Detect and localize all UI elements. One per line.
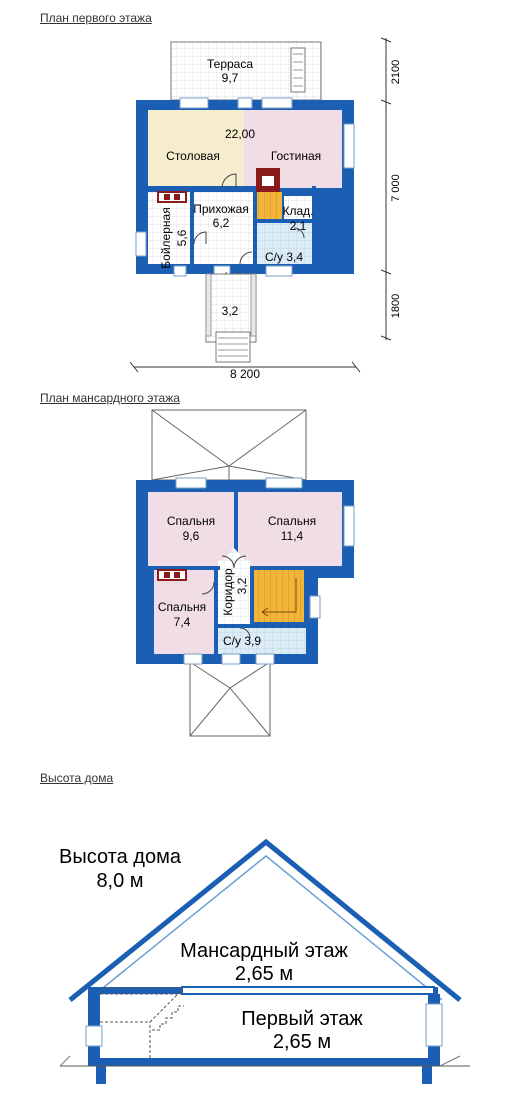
first-floor-height: 2,65 м (273, 1031, 331, 1053)
porch-dimension: 1800 (390, 294, 402, 318)
porch-floor (205, 273, 257, 343)
section-stairs (100, 987, 184, 1058)
attic-chimney-icon (157, 569, 187, 581)
bedroom-3-floor (154, 570, 214, 654)
house-depth-dimension: 7 000 (390, 174, 402, 202)
width-dimension: 8 200 (230, 367, 260, 381)
terrace-dimension: 2100 (390, 60, 402, 84)
first-floor-plan-link[interactable]: План первого этажа (40, 11, 152, 25)
corridor-label: Коридор (221, 568, 235, 616)
corridor-area: 3,2 (235, 577, 249, 594)
bedroom-3-area: 7,4 (174, 615, 191, 629)
boiler-room-floor (148, 192, 190, 264)
boiler-room-area: 5,6 (175, 229, 189, 246)
bedroom-1-floor (148, 492, 234, 566)
corridor-floor (218, 560, 250, 626)
house-height-title: Высота дома (59, 846, 182, 868)
bedroom-2-floor (238, 492, 342, 566)
terrace-label: Терраса (207, 57, 253, 71)
attic-floor-height: 2,65 м (235, 963, 293, 985)
attic-bathroom-floor (218, 628, 306, 654)
hall-area: 6,2 (213, 216, 230, 230)
roof-outline (68, 838, 462, 1002)
dining-room-label: Столовая (166, 149, 220, 163)
first-floor-stairs (256, 192, 282, 220)
terrace-area: 9,7 (222, 71, 239, 85)
storage-label: Клад. (282, 204, 313, 218)
attic-floor-name: Мансардный этаж (180, 940, 348, 962)
chimney-icon (157, 191, 187, 203)
attic-doors (201, 555, 251, 639)
house-section-view: Высота дома 8,0 м Мансардный этаж 2,65 м… (59, 838, 470, 1084)
porch-steps (215, 331, 251, 363)
porch-roof-outline (189, 661, 271, 737)
attic-floor-plan: Спальня 9,6 Спальня 11,4 Спальня 7,4 Кор… (136, 409, 355, 737)
porch-area: 3,2 (222, 304, 239, 318)
boiler-room-label: Бойлерная (159, 207, 173, 268)
storage-area: 2,1 (290, 219, 307, 233)
first-floor-dimensions (129, 37, 392, 373)
first-floor-plan: Терраса 9,7 (129, 37, 402, 381)
terrace-roof-outline (151, 409, 307, 481)
bedroom-2-label: Спальня (268, 514, 316, 528)
dining-living-area: 22,00 (225, 127, 255, 141)
bedroom-3-label: Спальня (158, 600, 206, 614)
dining-room-floor (148, 110, 244, 188)
first-floor-bathroom-label: С/у 3,4 (265, 250, 303, 264)
first-floor-name: Первый этаж (241, 1008, 363, 1030)
attic-floor-plan-link[interactable]: План мансардного этажа (40, 391, 180, 405)
hall-label: Прихожая (193, 202, 249, 216)
bedroom-2-area: 11,4 (281, 529, 304, 543)
first-floor-bathroom-floor (256, 222, 312, 264)
house-height-value: 8,0 м (96, 870, 143, 892)
house-height-link[interactable]: Высота дома (40, 771, 114, 785)
bedroom-1-label: Спальня (167, 514, 215, 528)
bedroom-1-area: 9,6 (183, 529, 200, 543)
ground-floor-slab (88, 1058, 440, 1066)
living-room-label: Гостиная (271, 149, 321, 163)
attic-windows (175, 477, 355, 665)
attic-bathroom-label: С/у 3,9 (223, 634, 261, 648)
hall-floor (193, 192, 253, 264)
